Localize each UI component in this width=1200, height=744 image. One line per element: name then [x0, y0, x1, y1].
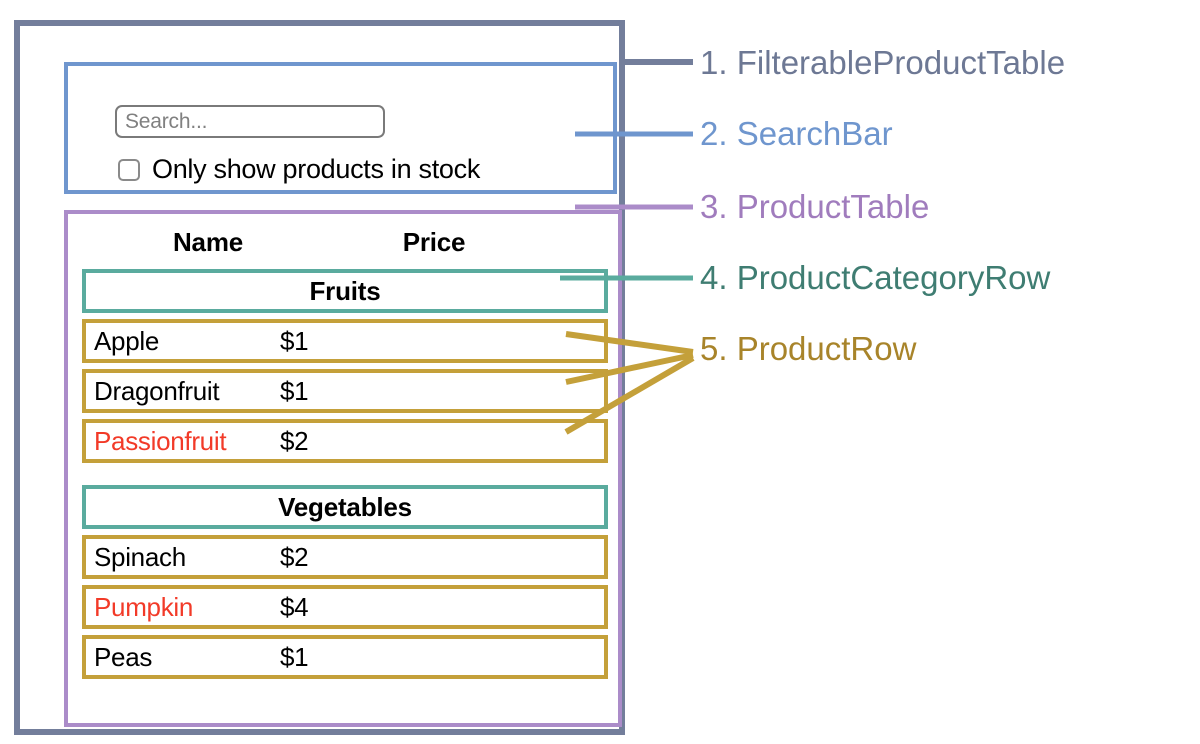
product-price: $2	[280, 425, 309, 456]
product-category-row: Fruits	[82, 269, 608, 313]
product-price: $1	[280, 641, 309, 672]
search-bar-box: Search... Only show products in stock	[64, 62, 617, 194]
product-row: Pumpkin $4	[82, 585, 608, 629]
annotation-text: ProductCategoryRow	[736, 259, 1051, 296]
annotation-label-product-category-row: 4. ProductCategoryRow	[700, 261, 1050, 294]
annotation-text: ProductRow	[736, 330, 917, 367]
product-category-label: Vegetables	[278, 491, 412, 522]
checkbox-icon[interactable]	[118, 158, 140, 181]
product-name: Apple	[94, 325, 159, 356]
annotation-text: FilterableProductTable	[736, 44, 1066, 81]
annotation-text: ProductTable	[736, 188, 930, 225]
product-category-row: Vegetables	[82, 485, 608, 529]
product-category-label: Fruits	[309, 275, 381, 306]
annotation-label-filterable-product-table: 1. FilterableProductTable	[700, 46, 1065, 79]
product-price: $4	[280, 591, 309, 622]
product-table-box: Name Price Fruits Apple $1 Dragonfruit $…	[64, 210, 622, 727]
product-price: $2	[280, 541, 309, 572]
annotation-number: 4.	[700, 259, 728, 296]
column-header-name: Name	[172, 226, 243, 257]
product-name: Spinach	[94, 541, 186, 572]
annotation-number: 3.	[700, 188, 728, 225]
annotation-label-product-row: 5. ProductRow	[700, 332, 916, 365]
annotation-number: 5.	[700, 330, 728, 367]
product-name: Pumpkin	[94, 591, 194, 622]
annotation-number: 2.	[700, 115, 728, 152]
product-row: Dragonfruit $1	[82, 369, 608, 413]
product-row: Passionfruit $2	[82, 419, 608, 463]
product-table-inner: Name Price Fruits Apple $1 Dragonfruit $…	[82, 220, 608, 679]
product-table-header-row: Name Price	[82, 220, 608, 264]
product-row: Apple $1	[82, 319, 608, 363]
product-name: Dragonfruit	[94, 375, 220, 406]
column-header-price: Price	[402, 226, 466, 257]
product-price: $1	[280, 325, 309, 356]
product-name: Peas	[94, 641, 153, 672]
product-price: $1	[280, 375, 309, 406]
filterable-product-table-box: Search... Only show products in stock Na…	[14, 20, 625, 735]
search-input[interactable]: Search...	[115, 105, 385, 138]
annotation-label-search-bar: 2. SearchBar	[700, 117, 893, 150]
in-stock-filter-label: Only show products in stock	[152, 154, 481, 184]
annotation-label-product-table: 3. ProductTable	[700, 190, 929, 223]
in-stock-filter-row[interactable]: Only show products in stock	[118, 156, 480, 183]
product-name: Passionfruit	[94, 425, 227, 456]
product-row: Peas $1	[82, 635, 608, 679]
product-row: Spinach $2	[82, 535, 608, 579]
annotation-text: SearchBar	[736, 115, 893, 152]
annotation-number: 1.	[700, 44, 728, 81]
search-input-placeholder: Search...	[125, 110, 208, 133]
